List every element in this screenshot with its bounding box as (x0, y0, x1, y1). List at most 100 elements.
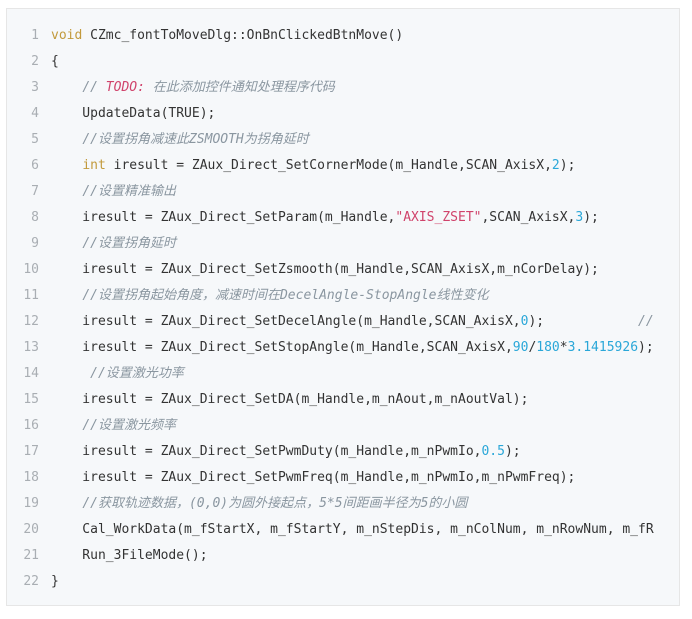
line-number: 7 (31, 184, 39, 199)
code-text: iresult = ZAux_Direct_SetPwmFreq(m_Handl… (51, 465, 575, 491)
code-token-plain: iresult = ZAux_Direct_SetCornerMode(m_Ha… (105, 158, 552, 173)
code-token-comment: //设置激光功率 (90, 366, 184, 381)
line-number: 21 (23, 548, 39, 563)
code-token-plain (51, 366, 90, 381)
code-token-plain (51, 184, 82, 199)
code-line: 14 //设置激光功率 (7, 361, 679, 387)
code-token-plain: iresult = ZAux_Direct_SetDecelAngle(m_Ha… (51, 314, 521, 329)
code-line: 10 iresult = ZAux_Direct_SetZsmooth(m_Ha… (7, 257, 679, 283)
code-line: 22} (7, 569, 679, 595)
code-line: 13 iresult = ZAux_Direct_SetStopAngle(m_… (7, 335, 679, 361)
code-text: //设置拐角延时 (51, 231, 176, 257)
code-token-plain: iresult = ZAux_Direct_SetPwmDuty(m_Handl… (51, 444, 482, 459)
code-token-plain: iresult = ZAux_Direct_SetPwmFreq(m_Handl… (51, 470, 576, 485)
code-token-comment: 在此添加控件通知处理程序代码 (144, 80, 335, 95)
code-token-num: 180 (536, 340, 560, 355)
code-token-plain: { (51, 54, 59, 69)
code-text: iresult = ZAux_Direct_SetDecelAngle(m_Ha… (51, 309, 654, 335)
code-token-comment: //设置拐角延时 (82, 236, 176, 251)
code-token-num: 2 (551, 158, 560, 173)
code-token-kw: int (82, 158, 106, 173)
code-text: //设置拐角起始角度，减速时间在DecelAngle-StopAngle线性变化 (51, 283, 489, 309)
code-line: 1 void CZmc_fontToMoveDlg::OnBnClickedBtn… (7, 23, 679, 49)
code-line: 7 //设置精准输出 (7, 179, 679, 205)
code-token-kw: void (51, 28, 83, 43)
code-line: 12 iresult = ZAux_Direct_SetDecelAngle(m… (7, 309, 679, 335)
code-token-plain: iresult = ZAux_Direct_SetDA(m_Handle,m_n… (51, 392, 529, 407)
code-token-num: 3.1415926 (567, 340, 639, 355)
line-number: 8 (31, 210, 39, 225)
line-number: 13 (23, 340, 39, 355)
code-token-plain: iresult = ZAux_Direct_SetZsmooth(m_Handl… (51, 262, 599, 277)
line-number: 17 (23, 444, 39, 459)
code-text: Cal_WorkData(m_fStartX, m_fStartY, m_nSt… (51, 517, 654, 543)
code-token-plain: UpdateData(TRUE); (51, 106, 216, 121)
code-line: 20 Cal_WorkData(m_fStartX, m_fStartY, m_… (7, 517, 679, 543)
code-token-comment: //设置拐角起始角度，减速时间在DecelAngle-StopAngle线性变化 (82, 288, 489, 303)
code-line: 18 iresult = ZAux_Direct_SetPwmFreq(m_Ha… (7, 465, 679, 491)
code-token-plain: Cal_WorkData(m_fStartX, m_fStartY, m_nSt… (51, 522, 654, 537)
code-token-plain: ); (504, 444, 521, 459)
code-token-plain: } (51, 574, 59, 589)
code-token-plain: ); (559, 158, 576, 173)
code-token-plain: iresult = ZAux_Direct_SetStopAngle(m_Han… (51, 340, 513, 355)
code-text: { (51, 49, 59, 75)
code-token-comment: //设置激光频率 (82, 418, 176, 433)
code-line: 9 //设置拐角延时 (7, 231, 679, 257)
line-number: 1 (31, 28, 39, 43)
line-number: 22 (23, 574, 39, 589)
code-token-num: 0 (520, 314, 529, 329)
code-token-plain (51, 80, 82, 95)
code-token-num: 0.5 (481, 444, 505, 459)
code-line: 15 iresult = ZAux_Direct_SetDA(m_Handle,… (7, 387, 679, 413)
code-text: iresult = ZAux_Direct_SetDA(m_Handle,m_n… (51, 387, 528, 413)
line-number: 20 (23, 522, 39, 537)
code-line: 19 //获取轨迹数据，(0,0)为圆外接起点，5*5间距画半径为5的小圆 (7, 491, 679, 517)
line-number: 6 (31, 158, 39, 173)
code-line: 4 UpdateData(TRUE); (7, 101, 679, 127)
line-number: 15 (23, 392, 39, 407)
code-token-plain (51, 158, 82, 173)
code-text: Run_3FileMode(); (51, 543, 207, 569)
code-text: // TODO: 在此添加控件通知处理程序代码 (51, 75, 335, 101)
code-text: iresult = ZAux_Direct_SetPwmDuty(m_Handl… (51, 439, 521, 465)
code-token-plain (51, 418, 82, 433)
code-token-plain: ); (528, 314, 639, 329)
line-number: 10 (23, 262, 39, 277)
code-token-comment: //设置拐角减速此ZSMOOTH为拐角延时 (82, 132, 309, 147)
code-text: iresult = ZAux_Direct_SetStopAngle(m_Han… (51, 335, 654, 361)
code-line: 6 int iresult = ZAux_Direct_SetCornerMod… (7, 153, 679, 179)
code-token-str: "AXIS_ZSET" (395, 210, 482, 225)
code-token-plain: ,SCAN_AxisX, (481, 210, 576, 225)
code-token-num: 90 (512, 340, 529, 355)
line-number: 3 (31, 80, 39, 95)
code-line: 16 //设置激光频率 (7, 413, 679, 439)
code-token-plain (51, 496, 82, 511)
code-text: //设置激光功率 (51, 361, 184, 387)
code-token-comment: //获取轨迹数据，(0,0)为圆外接起点，5*5间距画半径为5的小圆 (82, 496, 468, 511)
code-lines: 1 void CZmc_fontToMoveDlg::OnBnClickedBtn… (7, 23, 679, 595)
line-number: 4 (31, 106, 39, 121)
code-token-plain: iresult = ZAux_Direct_SetParam(m_Handle, (51, 210, 396, 225)
code-line: 2{ (7, 49, 679, 75)
line-number: 16 (23, 418, 39, 433)
code-token-plain: ); (583, 210, 599, 225)
code-text: //获取轨迹数据，(0,0)为圆外接起点，5*5间距画半径为5的小圆 (51, 491, 467, 517)
code-text: int iresult = ZAux_Direct_SetCornerMode(… (51, 153, 575, 179)
code-block: 1 void CZmc_fontToMoveDlg::OnBnClickedBtn… (6, 8, 680, 606)
line-number: 9 (31, 236, 39, 251)
code-line: 8 iresult = ZAux_Direct_SetParam(m_Handl… (7, 205, 679, 231)
code-token-comment: // (82, 80, 106, 95)
code-line: 5 //设置拐角减速此ZSMOOTH为拐角延时 (7, 127, 679, 153)
code-text: //设置精准输出 (51, 179, 176, 205)
line-number: 18 (23, 470, 39, 485)
code-token-plain: * (559, 340, 568, 355)
code-text: //设置激光频率 (51, 413, 176, 439)
line-number: 14 (23, 366, 39, 381)
code-token-plain (51, 132, 82, 147)
code-token-plain: ); (638, 340, 654, 355)
code-text: iresult = ZAux_Direct_SetParam(m_Handle,… (51, 205, 599, 231)
code-token-plain (51, 236, 82, 251)
code-token-comment: // (638, 314, 654, 329)
code-token-plain: CZmc_fontToMoveDlg::OnBnClickedBtnMove() (82, 28, 404, 43)
